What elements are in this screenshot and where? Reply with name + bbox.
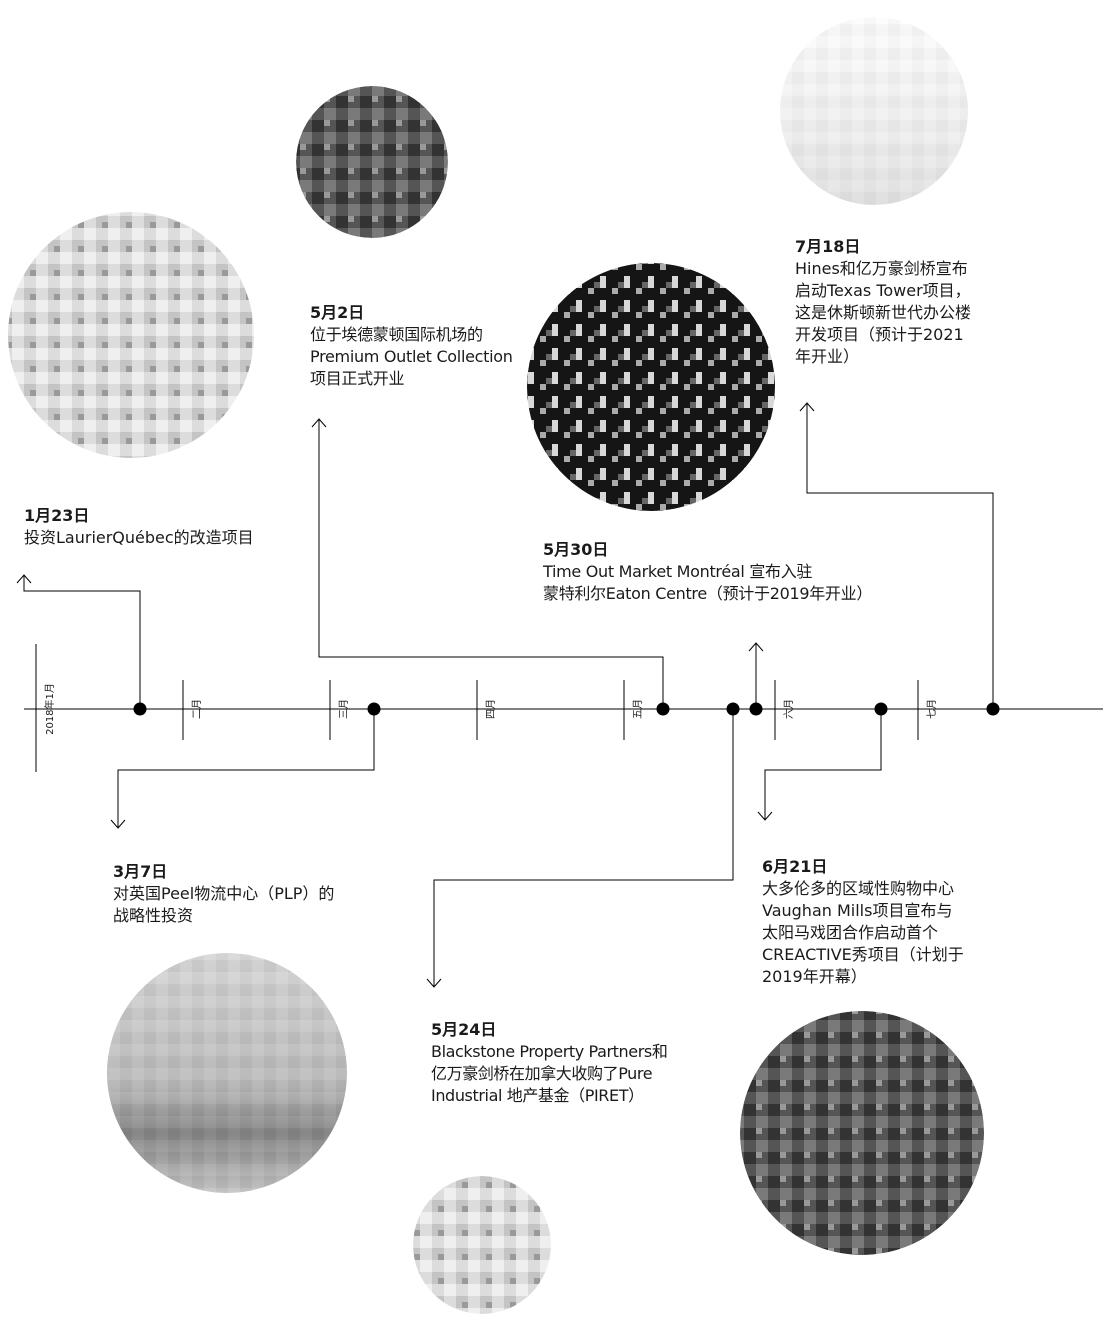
photo-mar7 [107,953,347,1193]
event-jan23: 1月23日 投资LaurierQuébec的改造项目 [24,505,324,549]
photo-jan23 [8,212,254,458]
arrow-down-icon [110,819,126,829]
event-may24: 5月24日 Blackstone Property Partners和 亿万豪剑… [431,1019,731,1107]
event-text: Time Out Market Montréal 宣布入驻 蒙特利尔Eaton … [543,562,873,603]
event-text: 位于埃德蒙顿国际机场的 Premium Outlet Collection 项目… [310,325,513,388]
event-date: 7月18日 [795,237,861,256]
event-text: Blackstone Property Partners和 亿万豪剑桥在加拿大收… [431,1042,668,1105]
arrow-up-icon [748,642,764,652]
event-date: 5月2日 [310,303,365,322]
event-dot-may24 [726,702,740,716]
arrow-up-icon [799,402,815,412]
arrow-down-icon [426,978,442,988]
event-text: 投资LaurierQuébec的改造项目 [24,528,254,547]
event-date: 6月21日 [762,857,828,876]
event-date: 1月23日 [24,506,90,525]
event-may2: 5月2日 位于埃德蒙顿国际机场的 Premium Outlet Collecti… [310,302,540,390]
connector-jul18 [806,403,994,709]
photo-may24 [413,1176,551,1314]
event-dot-jul18 [986,702,1000,716]
event-text: Hines和亿万豪剑桥宣布 启动Texas Tower项目， 这是休斯顿新世代办… [795,259,972,366]
arrow-up-icon [16,574,32,584]
month-label-jul: 七月 [926,699,938,719]
event-date: 5月24日 [431,1020,497,1039]
photo-may2 [296,86,448,238]
event-text: 对英国Peel物流中心（PLP）的 战略性投资 [113,884,335,925]
photo-jul18 [780,17,968,205]
event-dot-may2 [656,702,670,716]
event-date: 3月7日 [113,862,168,881]
connector-jan23 [23,575,141,709]
event-dot-jun21 [874,702,888,716]
photo-may30 [527,263,775,511]
event-text: 大多伦多的区域性购物中心 Vaughan Mills项目宣布与 太阳马戏团合作启… [762,879,964,986]
event-dot-mar7 [367,702,381,716]
connector-may2 [318,419,664,709]
arrow-down-icon [757,811,773,821]
month-label-jun: 六月 [783,699,795,719]
event-dot-may30 [749,702,763,716]
event-mar7: 3月7日 对英国Peel物流中心（PLP）的 战略性投资 [113,861,413,927]
arrow-up-icon [311,418,327,428]
event-may30: 5月30日 Time Out Market Montréal 宣布入驻 蒙特利尔… [543,539,963,605]
connector-may24 [433,709,734,987]
month-label-may: 五月 [632,699,644,719]
month-label-apr: 四月 [485,699,497,719]
event-jul18: 7月18日 Hines和亿万豪剑桥宣布 启动Texas Tower项目， 这是休… [795,236,1015,368]
connector-mar7 [117,709,375,828]
event-dot-jan23 [133,702,147,716]
photo-jun21 [740,1011,984,1255]
event-jun21: 6月21日 大多伦多的区域性购物中心 Vaughan Mills项目宣布与 太阳… [762,856,1024,988]
month-label-feb: 二月 [191,699,203,719]
month-label-mar: 三月 [338,699,350,719]
event-date: 5月30日 [543,540,609,559]
month-label-jan: 2018年1月 [43,683,56,735]
connector-jun21 [764,709,882,820]
